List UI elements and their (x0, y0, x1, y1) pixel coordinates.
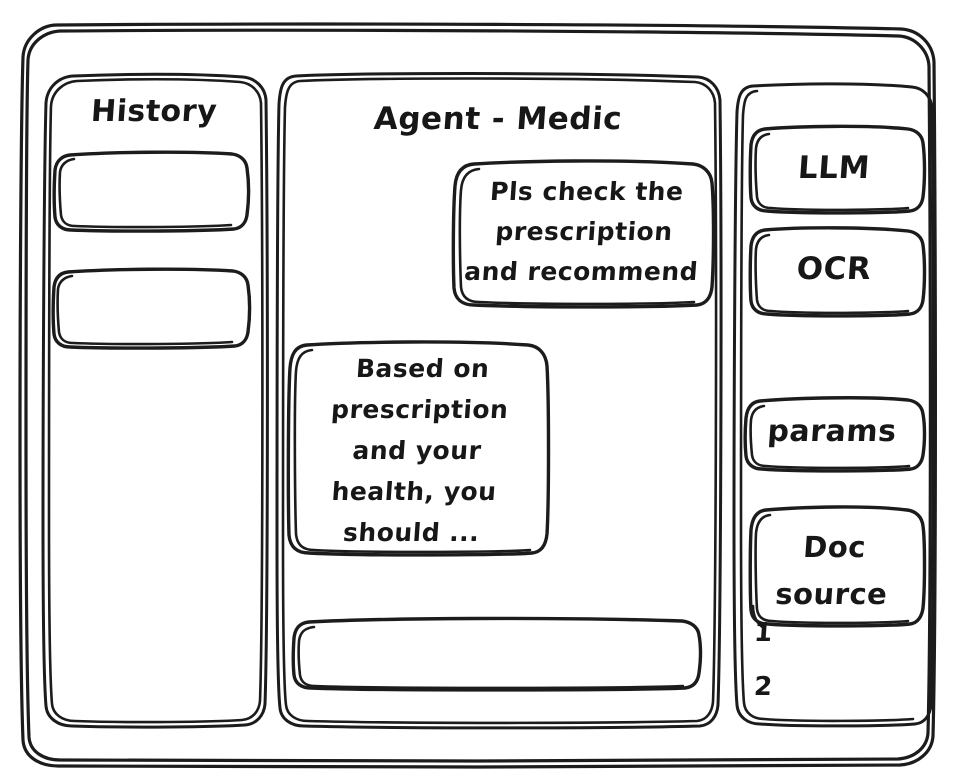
assistant-message-bubble (289, 343, 548, 555)
user-message-bubble (454, 162, 713, 307)
message-composer-input[interactable] (294, 619, 700, 689)
llm-button[interactable] (751, 127, 923, 212)
history-item-1[interactable] (55, 152, 248, 232)
doc-source-card[interactable] (751, 507, 923, 625)
history-item-2[interactable] (54, 269, 249, 349)
params-button[interactable] (746, 398, 923, 470)
ocr-button[interactable] (751, 228, 923, 315)
